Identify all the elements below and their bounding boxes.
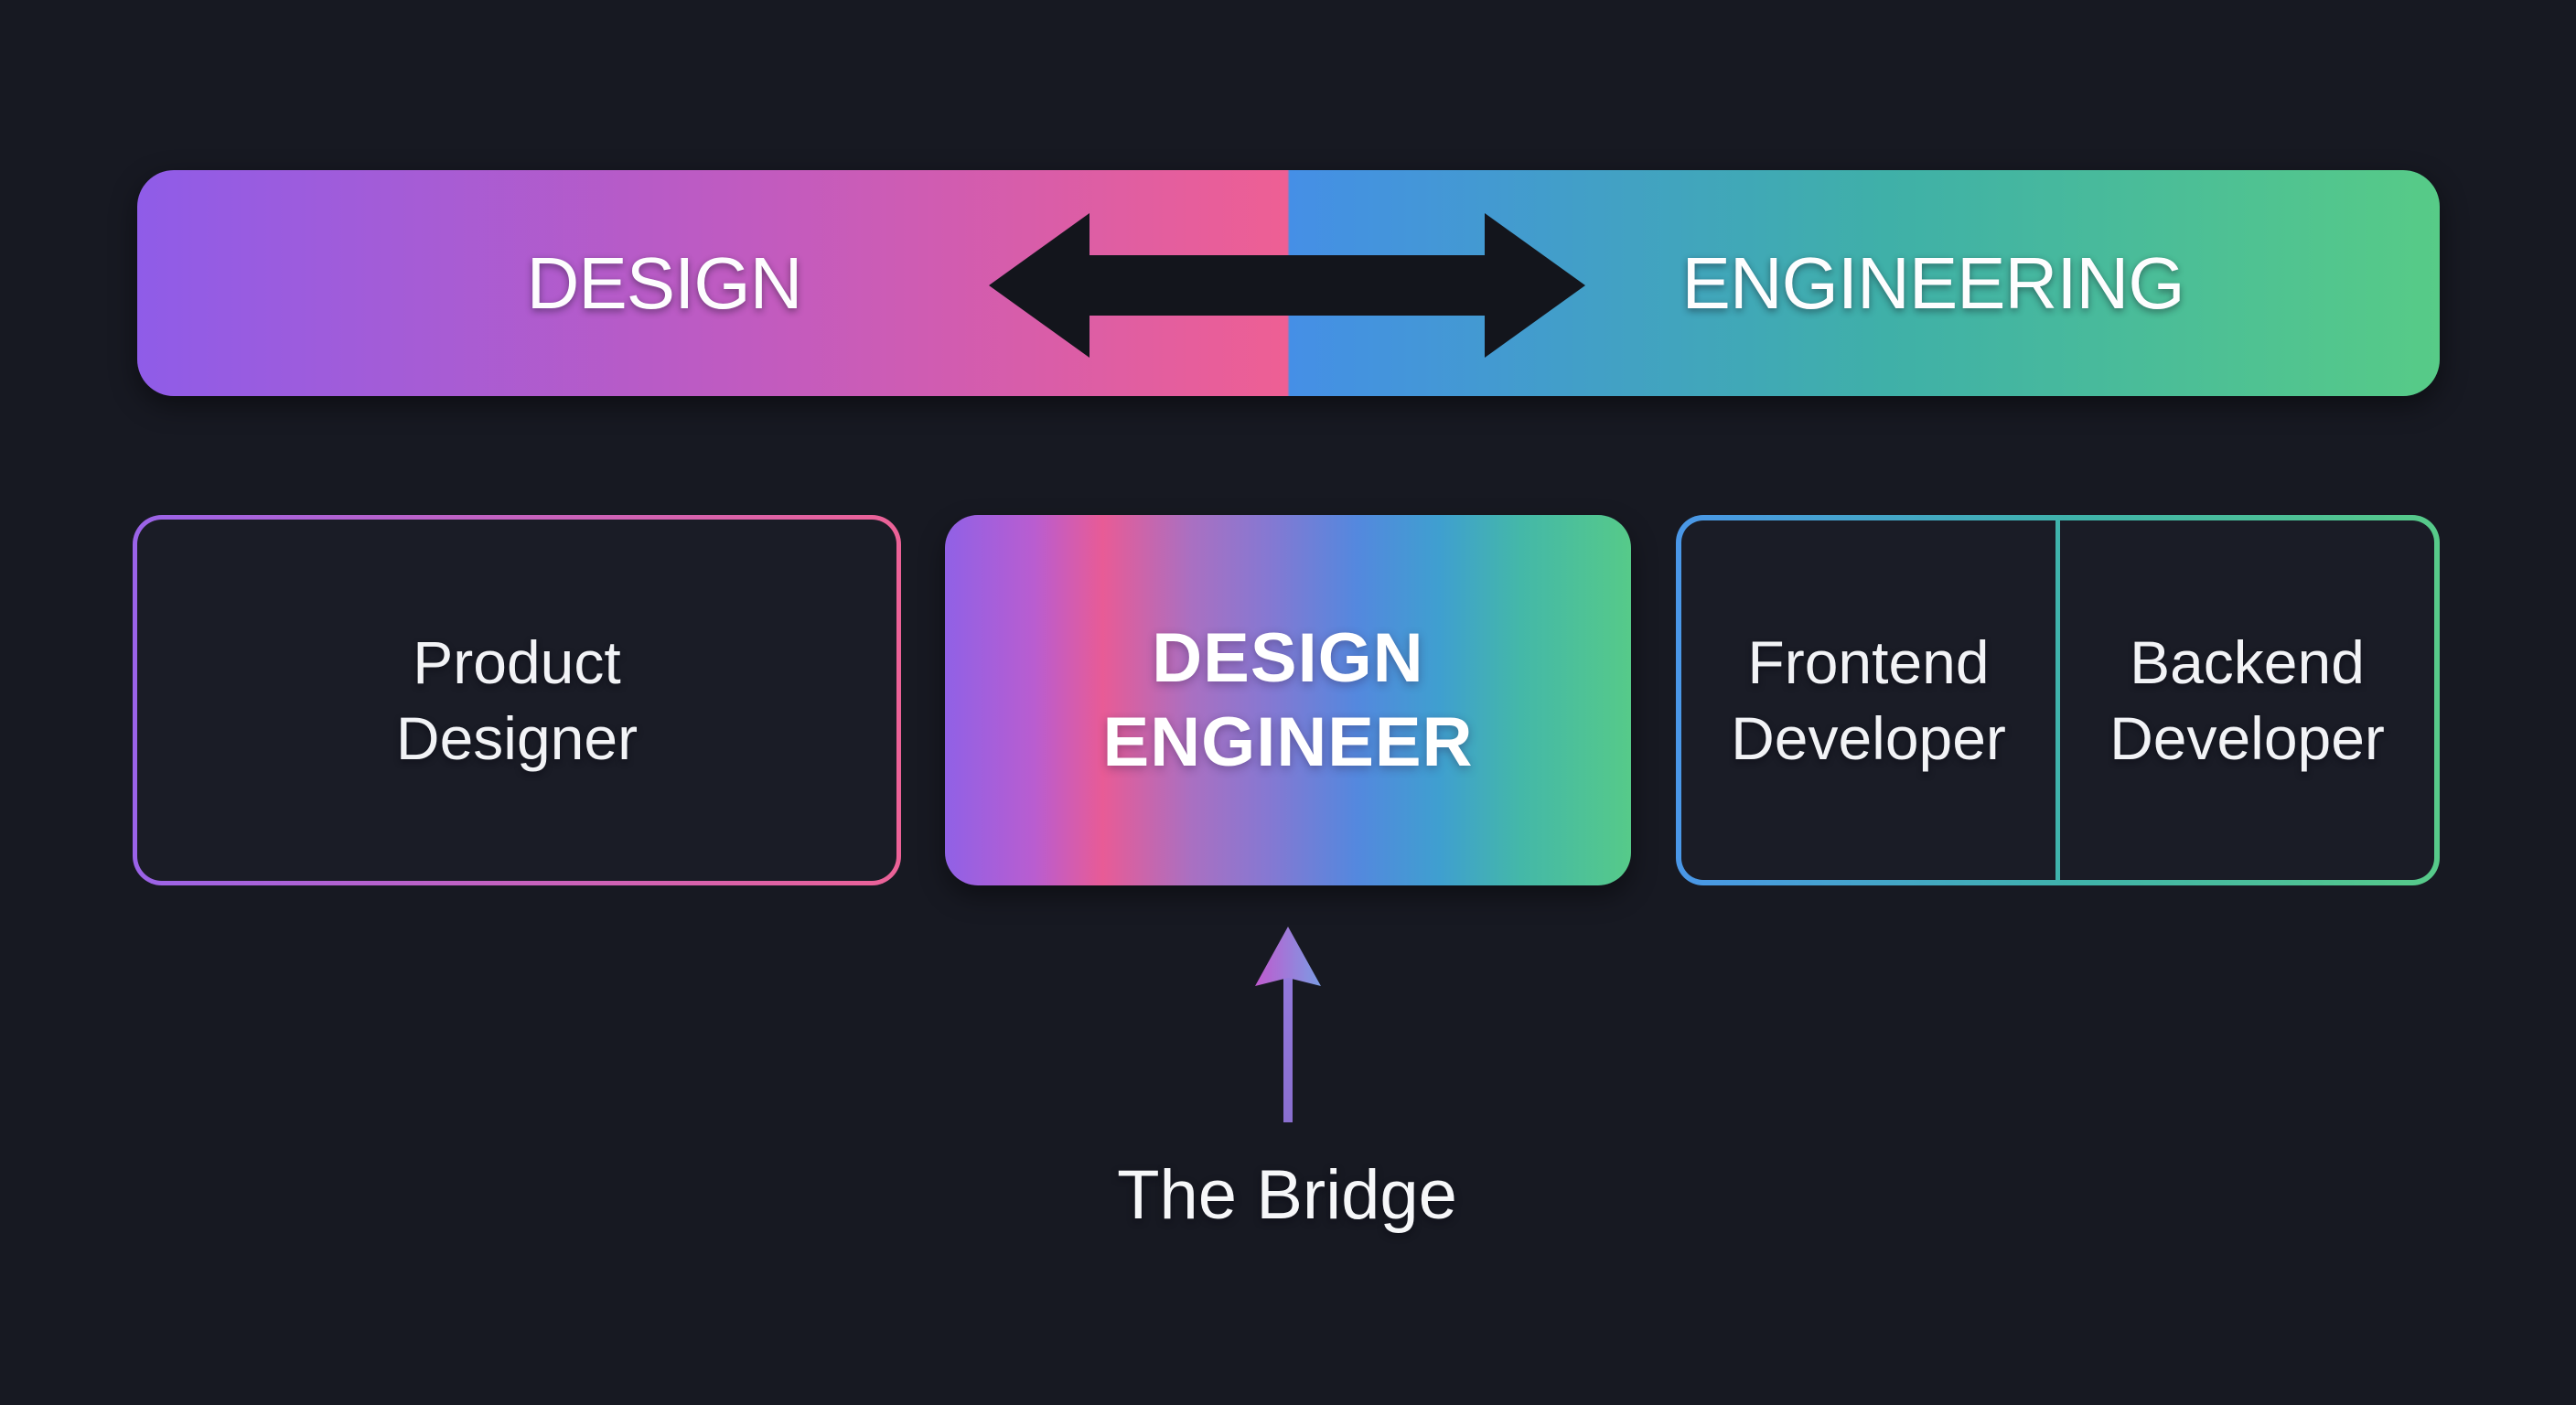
design-engineer-label-line1: DESIGN bbox=[1152, 618, 1424, 697]
product-designer-box: Product Designer bbox=[133, 515, 901, 885]
developers-divider bbox=[2055, 520, 2060, 880]
frontend-developer-label-line2: Developer bbox=[1731, 703, 2006, 772]
developers-box: Frontend Developer Backend Developer bbox=[1676, 515, 2440, 885]
frontend-developer-cell: Frontend Developer bbox=[1681, 520, 2055, 880]
product-designer-box-inner: Product Designer bbox=[137, 520, 896, 881]
bridge-caption: The Bridge bbox=[1117, 1156, 1457, 1234]
product-designer-label-line1: Product bbox=[413, 627, 621, 696]
design-engineer-label-line2: ENGINEER bbox=[1102, 702, 1474, 781]
backend-developer-label-line2: Developer bbox=[2109, 703, 2385, 772]
backend-developer-cell: Backend Developer bbox=[2060, 520, 2434, 880]
double-arrow-icon bbox=[989, 213, 1585, 358]
backend-developer-label-line1: Backend bbox=[2130, 627, 2365, 696]
bridge-up-arrow-icon bbox=[1255, 927, 1321, 1122]
frontend-developer-label-line1: Frontend bbox=[1747, 627, 1990, 696]
developers-box-inner: Frontend Developer Backend Developer bbox=[1681, 520, 2434, 880]
product-designer-label-line2: Designer bbox=[395, 703, 639, 772]
design-engineering-banner: DESIGN ENGINEERING bbox=[137, 170, 2440, 396]
engineering-label: ENGINEERING bbox=[1681, 242, 2184, 324]
design-engineer-box: DESIGN ENGINEER bbox=[945, 515, 1631, 885]
design-label: DESIGN bbox=[526, 242, 803, 324]
